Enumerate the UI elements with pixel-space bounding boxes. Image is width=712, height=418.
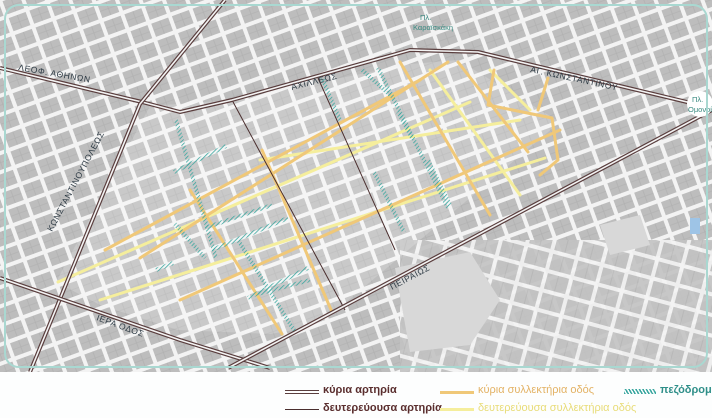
omonoia-square xyxy=(687,91,712,117)
label-omonoia-prefix: Πλ. xyxy=(692,95,703,104)
legend-primary-arterial: κύρια αρτηρία xyxy=(323,384,397,396)
main-collector-roads xyxy=(103,60,562,336)
open-space xyxy=(600,215,650,255)
label-omonoia-name: Ομονοίας xyxy=(688,105,712,114)
park-area xyxy=(395,252,500,352)
study-area xyxy=(56,60,560,334)
map-frame xyxy=(4,4,708,368)
primary-arterial-roads xyxy=(0,0,712,373)
label-karaiskaki-prefix: Πλ. xyxy=(420,13,431,22)
legend-swatch-pedestrian xyxy=(624,389,656,394)
legend-secondary-arterial: δευτερεύουσα αρτηρία xyxy=(323,402,442,414)
label-karaiskaki-name: Καραϊσκάκη xyxy=(413,23,453,32)
legend-swatch-secondary-collector xyxy=(440,408,474,411)
legend-main-collector: κύρια συλλεκτήρια οδός xyxy=(478,384,595,396)
water-feature xyxy=(690,218,700,234)
pedestrian-streets xyxy=(155,67,452,334)
legend: κύρια αρτηρία δευτερεύουσα αρτηρία κύρια… xyxy=(0,372,712,418)
legend-swatch-main-collector xyxy=(440,391,474,394)
legend-swatch-primary-arterial-2 xyxy=(285,393,319,394)
legend-secondary-collector: δευτερεύουσα συλλεκτήρια οδός xyxy=(478,402,637,414)
legend-swatch-secondary-arterial xyxy=(285,409,319,410)
legend-pedestrian: πεζόδρομος xyxy=(660,384,712,396)
legend-swatch-primary-arterial xyxy=(285,390,319,391)
secondary-arterial-roads xyxy=(231,77,396,311)
